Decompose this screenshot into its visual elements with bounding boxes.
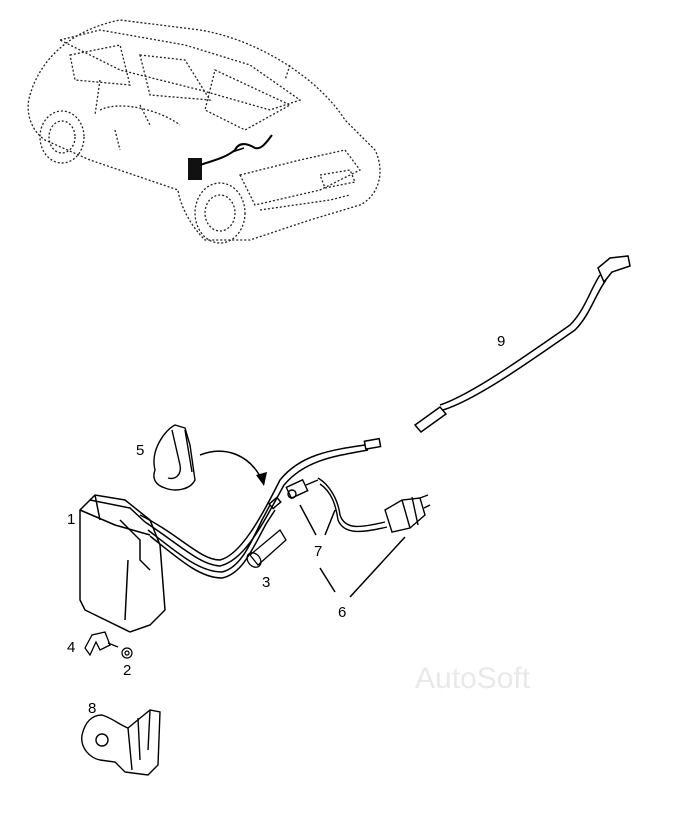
heater-cable <box>139 437 382 579</box>
callout-2: 2 <box>123 662 131 679</box>
sensor-part <box>81 709 161 776</box>
lead-part <box>413 255 631 434</box>
bracket-part <box>84 631 119 657</box>
callout-9: 9 <box>497 333 505 350</box>
leader-lines <box>299 504 406 598</box>
callout-1: 1 <box>67 511 75 528</box>
vehicle-outline <box>27 19 381 244</box>
callout-3: 3 <box>262 574 270 591</box>
assembly-arrowhead <box>256 472 267 486</box>
assembly-arrow <box>199 450 263 481</box>
grommet-part <box>246 529 287 568</box>
nut-part <box>121 647 133 659</box>
callout-4: 4 <box>67 639 75 656</box>
callout-6: 6 <box>338 604 346 621</box>
heater-unit <box>79 494 166 633</box>
watermark-text: AutoSoft <box>415 662 531 695</box>
connector-set <box>285 477 431 533</box>
callout-8: 8 <box>88 700 96 717</box>
vehicle-heater-highlight <box>188 134 273 180</box>
callout-5: 5 <box>136 442 144 459</box>
callout-7: 7 <box>314 543 322 560</box>
clip-part <box>153 424 196 491</box>
